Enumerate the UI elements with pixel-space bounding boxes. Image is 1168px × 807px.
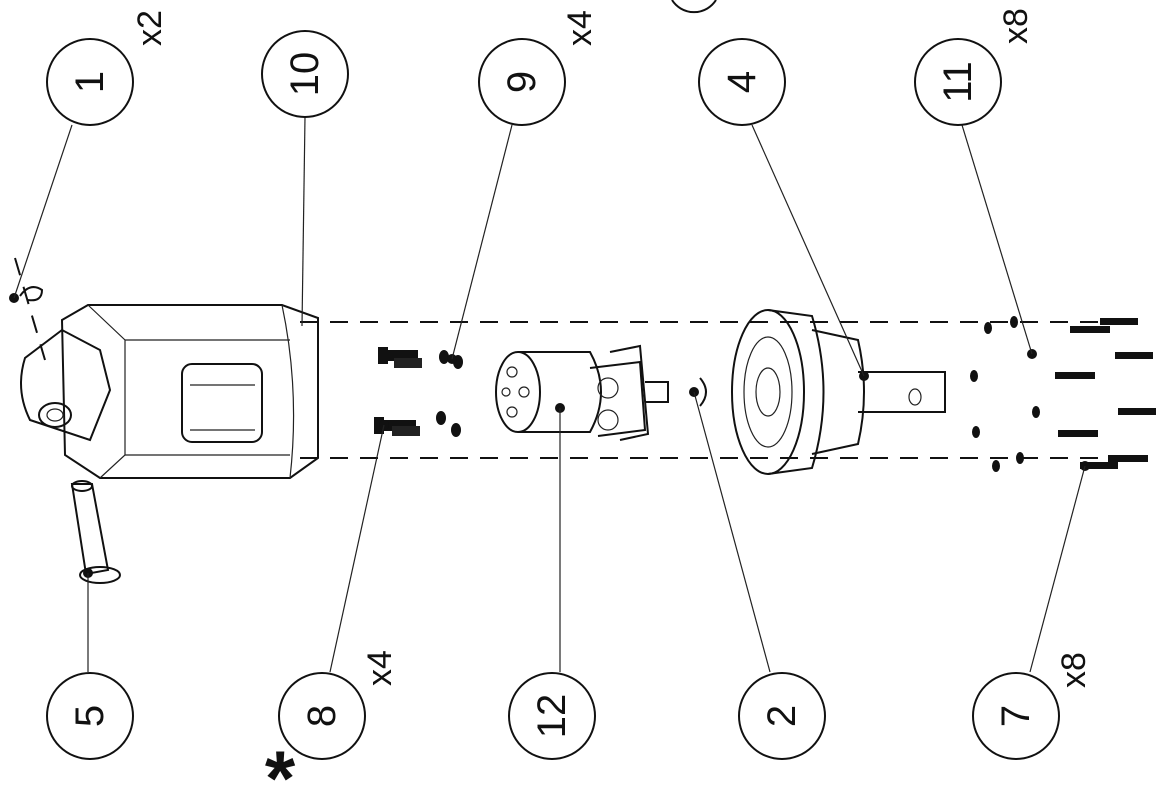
callout-11-label: 11 xyxy=(936,61,980,103)
part-4-gearbox xyxy=(731,309,946,475)
callout-12-label: 12 xyxy=(530,694,574,739)
callout-10-circle xyxy=(261,30,349,118)
callout-4-label: 4 xyxy=(720,71,764,93)
callout-12-circle xyxy=(508,672,596,760)
qty-11-label: x8 xyxy=(997,8,1035,44)
part-5-pin xyxy=(70,480,121,584)
part-11-washers xyxy=(970,316,1040,472)
callout-11-circle xyxy=(914,38,1002,126)
quantity-labels: x2 x4 x8 x4 x8 xyxy=(131,8,1093,688)
callout-circles xyxy=(46,0,1060,760)
callout-8-label: 8 xyxy=(300,705,344,727)
part-12-motor xyxy=(495,344,669,441)
qty-9-label: x4 xyxy=(561,10,599,46)
callout-7-label: 7 xyxy=(994,705,1038,727)
part-7-bolts xyxy=(1055,318,1156,471)
callout-9-circle xyxy=(478,38,566,126)
callout-7-circle xyxy=(972,672,1060,760)
qty-7-label: x8 xyxy=(1055,652,1093,688)
callout-10-label: 10 xyxy=(283,52,327,97)
asterisk-note-mark: * xyxy=(265,734,296,807)
qty-8-label: x4 xyxy=(361,650,399,686)
assembly-axis-lines xyxy=(14,257,1110,459)
part-9-washers xyxy=(436,350,463,437)
part-8-screws xyxy=(374,347,422,436)
qty-1-label: x2 xyxy=(131,10,169,46)
callout-1-label: 1 xyxy=(68,71,112,93)
callout-partial-circle xyxy=(671,0,717,14)
callout-5-label: 5 xyxy=(68,705,112,727)
callout-1-circle xyxy=(46,38,134,126)
part-10-housing xyxy=(20,304,319,479)
callout-4-circle xyxy=(698,38,786,126)
callout-8-circle xyxy=(278,672,366,760)
callout-9-label: 9 xyxy=(500,71,544,93)
part-2-circlip xyxy=(689,377,707,407)
callout-numbers: 1 10 9 4 11 5 8 12 2 7 xyxy=(68,52,1038,739)
callout-5-circle xyxy=(46,672,134,760)
callout-2-label: 2 xyxy=(760,705,804,727)
callout-2-circle xyxy=(738,672,826,760)
leader-lines xyxy=(13,116,1086,673)
